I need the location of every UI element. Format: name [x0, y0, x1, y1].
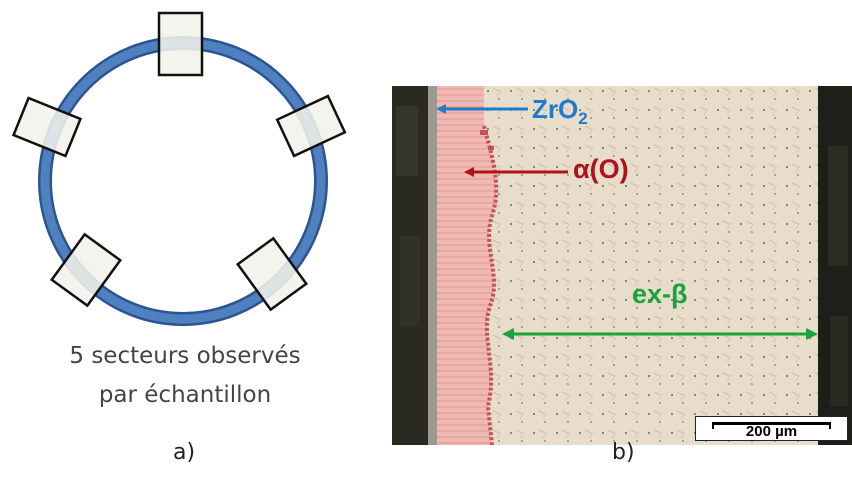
sector-box-left — [11, 96, 83, 158]
alpha-arrow — [464, 167, 568, 177]
sublabel-a: a) — [173, 440, 196, 465]
panel-a: 5 secteurs observés par échantillon — [0, 0, 370, 487]
sector-ring-diagram — [11, 11, 347, 326]
sector-box-bottom-right — [235, 236, 309, 312]
label-ex-beta: ex-β — [632, 279, 688, 309]
sector-box-bottom-left — [49, 232, 123, 308]
ex-beta-arrow — [502, 328, 818, 340]
label-zro2: ZrO2 — [532, 94, 588, 129]
caption-line-2: par échantillon — [98, 382, 272, 408]
sublabel-b: b) — [612, 440, 635, 465]
scale-bar: 200 µm — [695, 416, 848, 441]
sector-box-top — [157, 11, 204, 77]
micrograph — [392, 86, 852, 445]
zro2-arrow — [436, 104, 528, 114]
scale-bar-label: 200 µm — [745, 423, 798, 440]
sector-box-right — [275, 94, 347, 158]
scale-bar-line — [712, 422, 831, 429]
alpha-beta-interface — [482, 125, 499, 445]
zro2-layer — [428, 86, 437, 445]
label-alpha-o: α(O) — [573, 154, 629, 184]
caption-line-1: 5 secteurs observés — [69, 343, 301, 369]
